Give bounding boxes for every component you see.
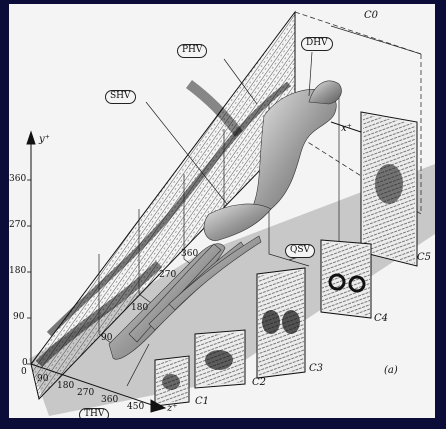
label-c4: C4 xyxy=(374,314,388,324)
y-tick: 360 xyxy=(9,175,26,184)
plane-c2-section xyxy=(195,330,245,388)
vortex-figure-graphic xyxy=(9,4,435,418)
y-tick: 270 xyxy=(9,221,26,230)
label-c1: C1 xyxy=(195,397,209,407)
y-axis-label: y⁺ xyxy=(39,135,50,145)
z-tick: 360 xyxy=(101,396,118,405)
figure-panel: PHV DHV SHV QSV THV C0 C1 C2 C3 C4 C5 y⁺… xyxy=(9,4,435,418)
label-c0: C0 xyxy=(364,11,378,21)
z-tick: 180 xyxy=(57,382,74,391)
inner-tick: 360 xyxy=(181,250,198,259)
y-tick: 90 xyxy=(13,313,24,322)
y-tick: 180 xyxy=(9,267,26,276)
label-thv: THV xyxy=(79,408,109,418)
inner-tick: 270 xyxy=(159,271,176,280)
label-c2: C2 xyxy=(252,378,266,388)
y-tick-marks xyxy=(27,180,31,364)
z-axis-label: z⁺ xyxy=(167,404,178,414)
label-shv: SHV xyxy=(105,90,136,104)
z-tick: 90 xyxy=(37,375,48,384)
plane-c3-section xyxy=(257,268,305,378)
label-c3: C3 xyxy=(309,364,323,374)
plane-c4-section xyxy=(321,240,371,318)
z-tick: 270 xyxy=(77,389,94,398)
panel-label: (a) xyxy=(384,366,398,376)
label-c5: C5 xyxy=(417,253,431,263)
x-axis-label: x⁺ xyxy=(341,124,352,134)
label-qsv: QSV xyxy=(285,244,315,258)
label-dhv: DHV xyxy=(301,37,333,51)
z-tick: 450 xyxy=(127,403,144,412)
plane-c5-section xyxy=(361,112,417,266)
label-phv: PHV xyxy=(177,44,207,58)
plane-c1-section xyxy=(155,356,189,406)
inner-tick: 90 xyxy=(101,334,112,343)
z-tick: 0 xyxy=(21,368,27,377)
inner-tick: 180 xyxy=(131,304,148,313)
